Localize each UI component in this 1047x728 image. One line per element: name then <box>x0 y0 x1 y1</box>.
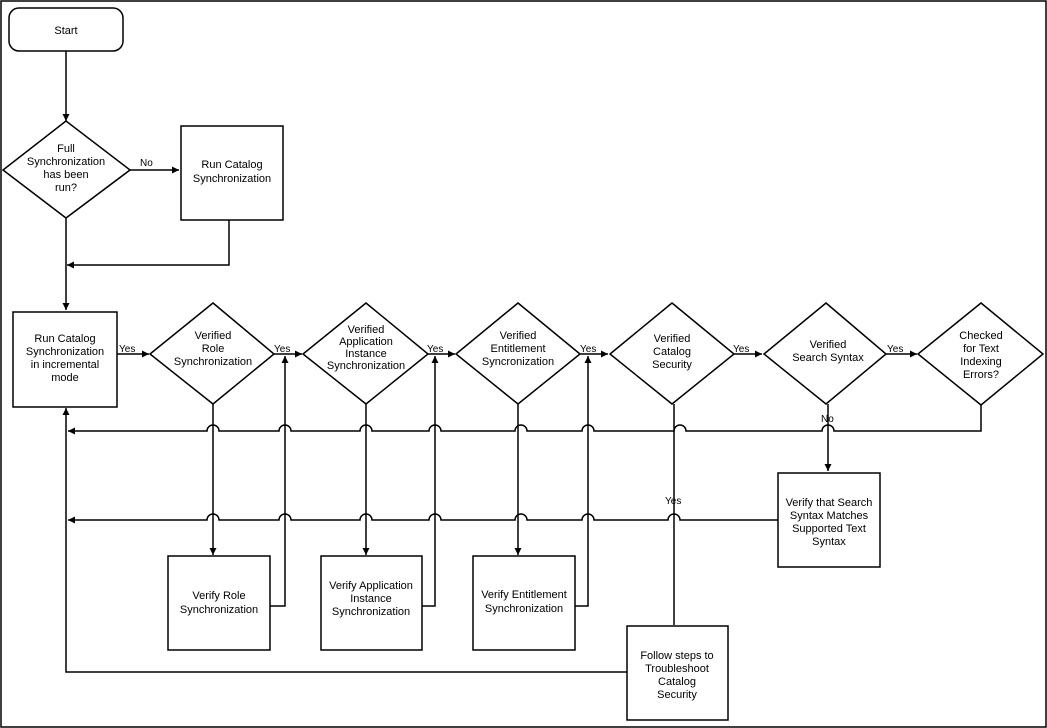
edge-label-yes-incremental: Yes <box>119 344 135 355</box>
label-line: Verified <box>810 339 847 351</box>
run-catalog-sync-box <box>180 125 284 221</box>
edge-verify-role-return <box>270 356 289 607</box>
start-node <box>8 7 124 52</box>
edge-label-yes-catsec-down: Yes <box>665 496 681 507</box>
label-line: Syntax Matches <box>790 510 869 522</box>
verified-search-decision <box>762 302 888 405</box>
label-line: Verified <box>348 324 385 336</box>
follow-steps-box <box>626 625 729 721</box>
run-incremental-box <box>12 311 118 408</box>
verified-ent-decision <box>454 302 582 405</box>
label-line: Verify that Search <box>786 497 873 509</box>
edge-run-sync-return <box>67 220 230 269</box>
label-line: Entitlement <box>490 343 545 355</box>
label-line: Synchronization <box>27 156 105 168</box>
label-line: Follow steps to <box>640 650 713 662</box>
label-line: Errors? <box>963 369 999 381</box>
label-line: Verified <box>195 330 232 342</box>
label-line: Syncronization <box>482 356 554 368</box>
label-line: Run Catalog <box>34 333 95 345</box>
label-line: Troubleshoot <box>645 663 709 675</box>
edge-follow-steps-return <box>62 408 627 673</box>
label-line: Search Syntax <box>792 352 864 364</box>
label-line: Synchronization <box>26 346 104 358</box>
label-line: Syntax <box>812 536 846 548</box>
verify-role-box <box>167 555 271 651</box>
edge-label-no-full-sync: No <box>140 158 153 169</box>
label-line: for Text <box>963 343 999 355</box>
edge-label-yes-catsec: Yes <box>733 344 749 355</box>
verified-role-decision <box>148 302 276 405</box>
edge-label-yes-app: Yes <box>427 344 443 355</box>
label-line: Checked <box>959 330 1002 342</box>
label-line: mode <box>51 372 79 384</box>
edge-label-no-search: No <box>821 414 834 425</box>
edge-verify-ent-return <box>575 356 592 607</box>
label-line: has been <box>43 169 88 181</box>
label-line: Verify Role <box>192 590 245 602</box>
verified-app-decision <box>301 302 430 405</box>
label-line: Verify Application <box>329 580 413 592</box>
label-line: Verified <box>654 333 691 345</box>
edge-text-errors-return <box>68 405 982 435</box>
label-line: Catalog <box>653 346 691 358</box>
verified-catsec-decision <box>608 302 736 405</box>
label-line: Role <box>202 343 225 355</box>
label-line: Instance <box>350 593 392 605</box>
label-line: Synchronization <box>327 360 405 372</box>
checked-text-decision <box>916 302 1045 406</box>
label-line: Synchronization <box>485 603 563 615</box>
label-line: run? <box>55 182 77 194</box>
label-line: Verify Entitlement <box>481 589 567 601</box>
label-line: Run Catalog <box>201 159 262 171</box>
label-line: Supported Text <box>792 523 866 535</box>
edge-label-yes-role: Yes <box>274 344 290 355</box>
verify-search-box <box>777 472 881 568</box>
verify-app-box <box>320 555 423 651</box>
label-line: Indexing <box>960 356 1002 368</box>
label-line: Synchronization <box>174 356 252 368</box>
label-line: Verified <box>500 330 537 342</box>
label-line: Synchronization <box>193 173 271 185</box>
verify-ent-box <box>472 555 576 651</box>
label-line: Instance <box>345 348 387 360</box>
label-line: in incremental <box>31 359 99 371</box>
label-line: Security <box>657 689 697 701</box>
start-label: Start <box>54 25 77 37</box>
label-line: Synchronization <box>332 606 410 618</box>
label-line: Catalog <box>658 676 696 688</box>
label-line: Synchronization <box>180 604 258 616</box>
label-line: Security <box>652 359 692 371</box>
edge-verify-app-return <box>422 356 439 607</box>
full-sync-decision <box>1 120 132 219</box>
label-line: Full <box>57 143 75 155</box>
edge-label-yes-search: Yes <box>887 344 903 355</box>
edge-label-yes-ent: Yes <box>580 344 596 355</box>
label-line: Application <box>339 336 393 348</box>
